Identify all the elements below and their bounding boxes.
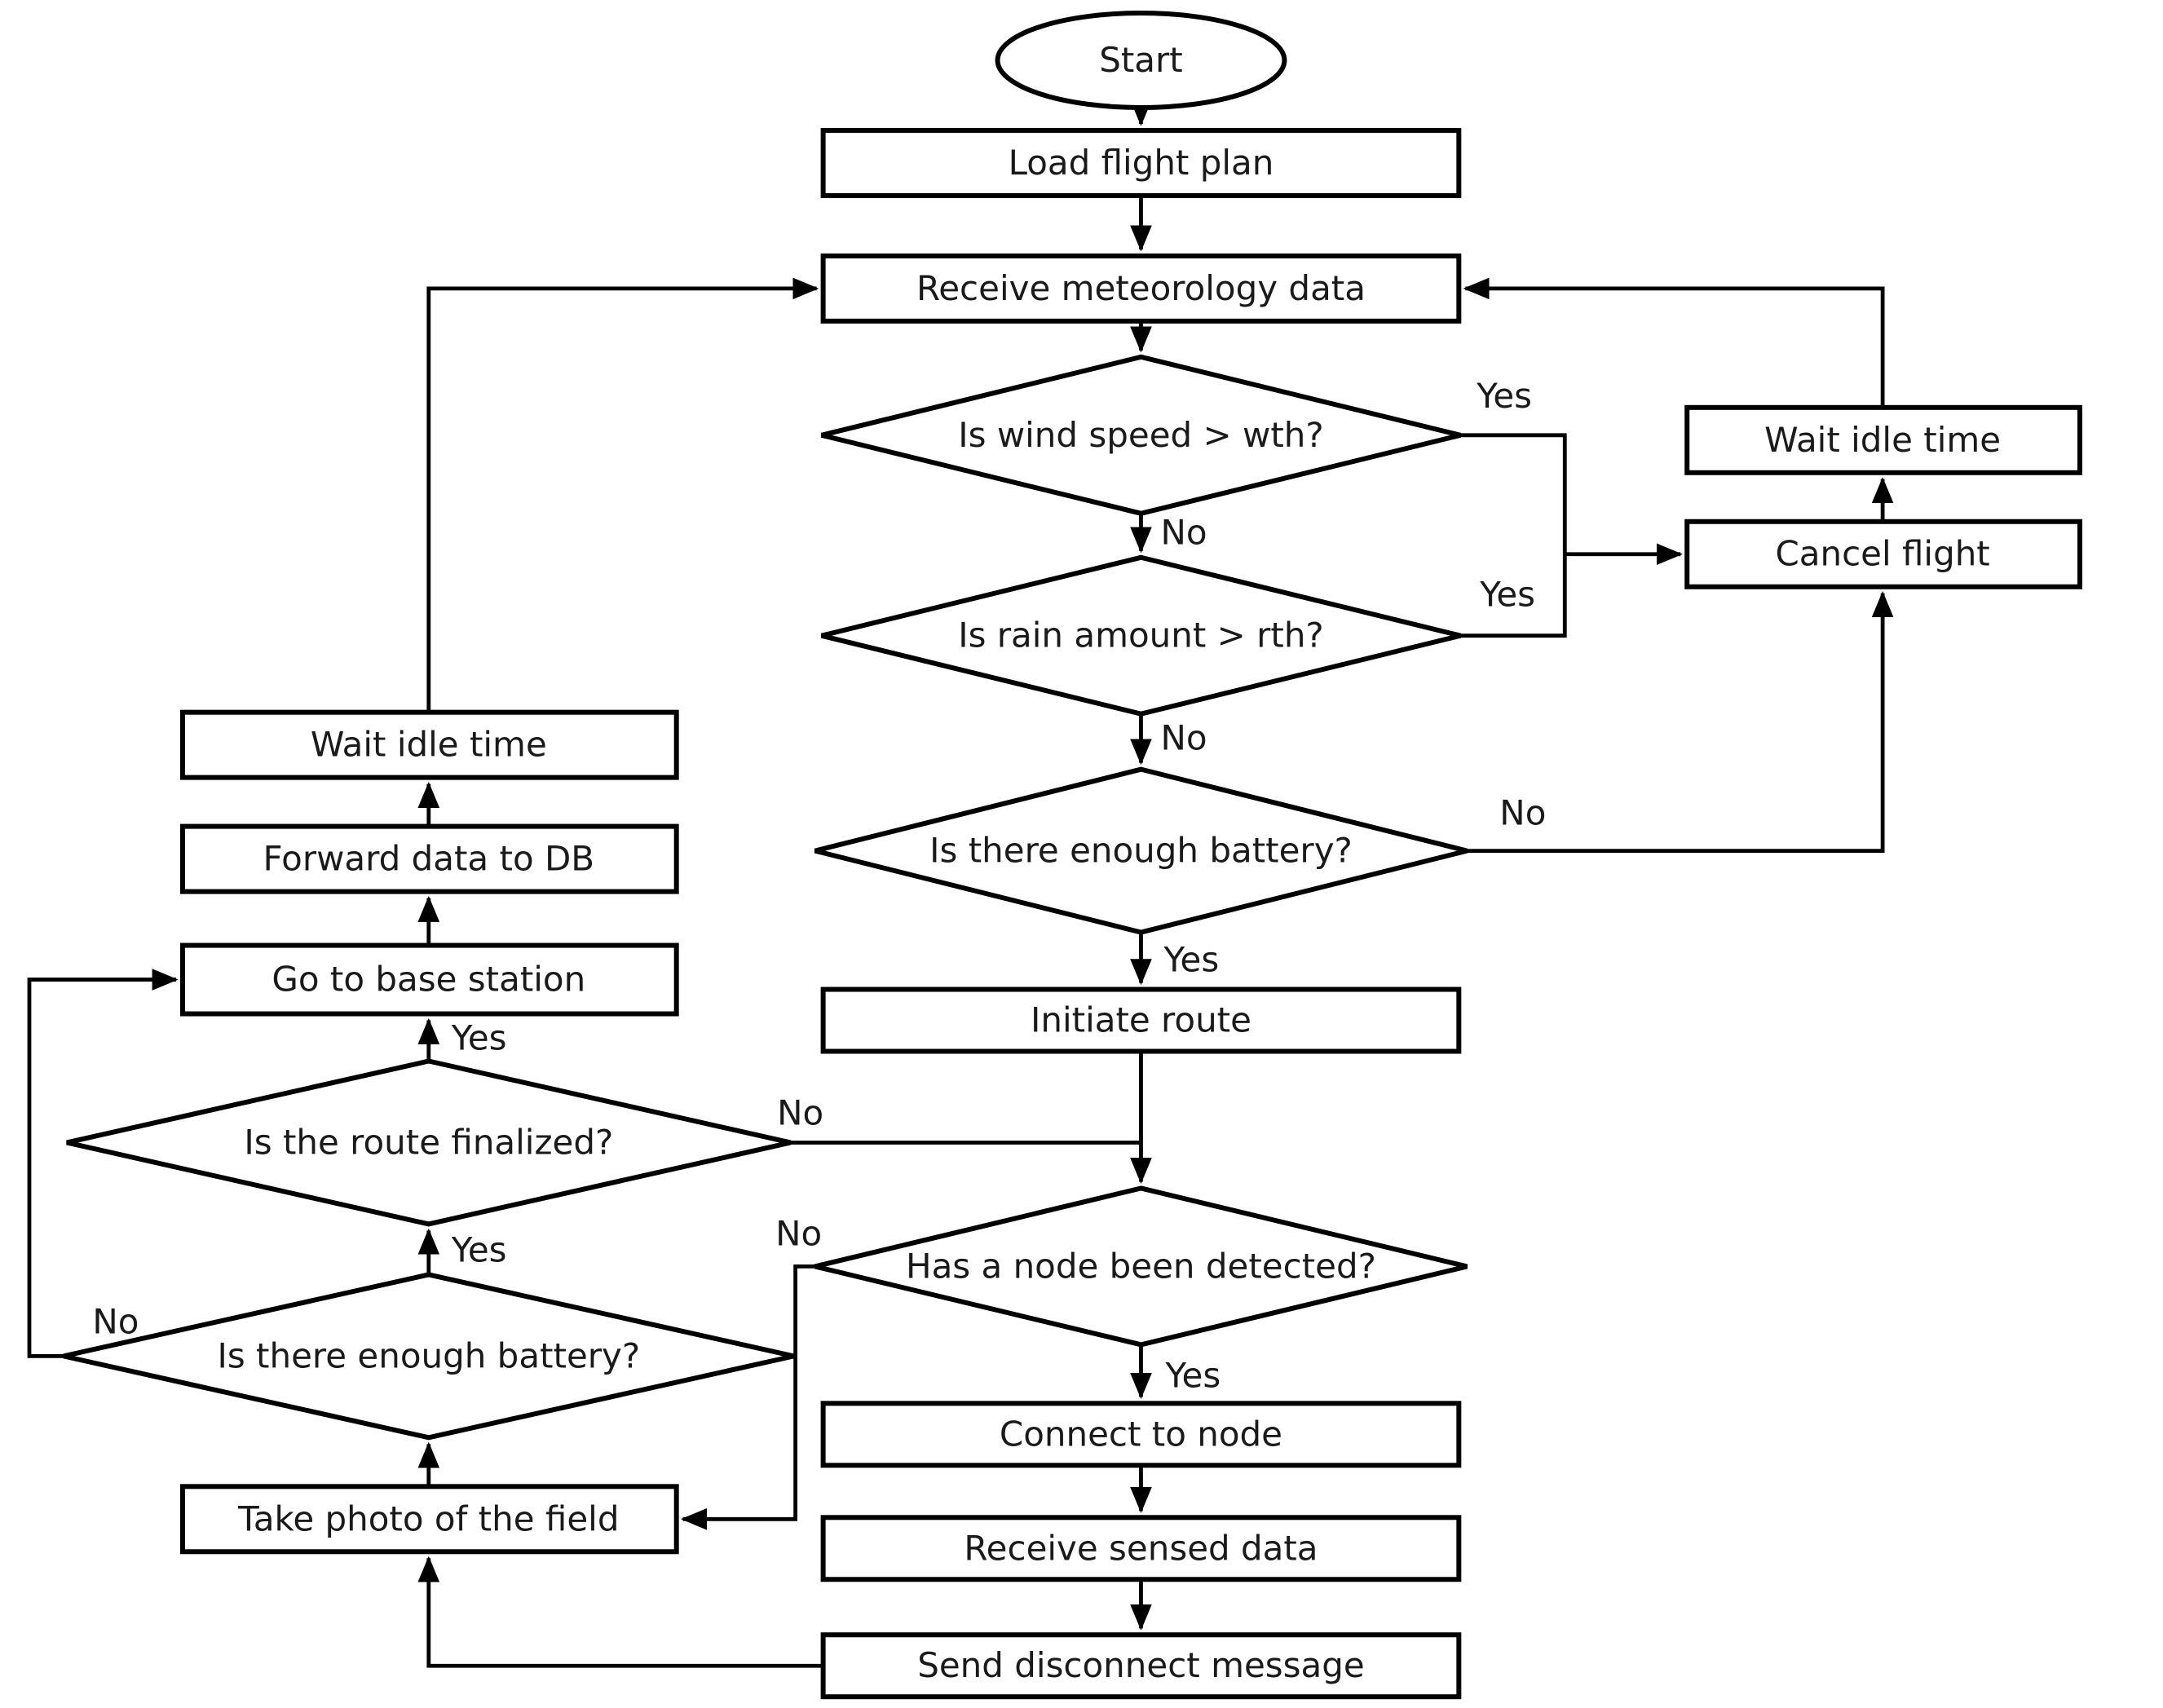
node-wait-idle-time-left-label: Wait idle time — [311, 725, 547, 765]
node-cancel-flight: Cancel flight — [1684, 519, 2083, 589]
edge-label-wind-no: No — [1160, 513, 1207, 553]
edge-disconnect-to-photo — [417, 1556, 823, 1668]
process-shape — [820, 127, 1462, 198]
node-has-node-been-detected: Has a node been detected? — [814, 1185, 1468, 1348]
start-terminator-shape — [995, 10, 1287, 110]
process-shape — [1684, 519, 2083, 589]
edge-battery-left-no — [27, 969, 179, 1358]
node-wait-idle-time-right: Wait idle time — [1684, 404, 2083, 475]
edge-label-node-no: No — [775, 1213, 822, 1253]
node-go-to-base-station-label: Go to base station — [271, 960, 585, 1000]
node-receive-meteorology-data-label: Receive meteorology data — [916, 268, 1366, 308]
process-shape — [179, 1484, 679, 1555]
node-cancel-flight-label: Cancel flight — [1775, 534, 1989, 574]
node-go-to-base-station: Go to base station — [179, 942, 679, 1017]
node-is-route-finalized-label: Is the route finalized? — [244, 1122, 613, 1162]
edge-label-battery-left-yes: Yes — [451, 1229, 507, 1269]
process-shape — [820, 1515, 1462, 1582]
edges-layer — [27, 99, 1894, 1668]
node-take-photo-of-field-label: Take photo of the field — [237, 1498, 619, 1538]
edge-battery-main-no — [1467, 591, 1894, 854]
node-is-wind-speed-label: Is wind speed > wth? — [958, 415, 1323, 455]
process-shape — [820, 1401, 1462, 1468]
node-receive-meteorology-data: Receive meteorology data — [820, 253, 1462, 324]
decision-shape — [66, 1058, 792, 1227]
edge-label-battery-main-yes: Yes — [1163, 940, 1219, 980]
node-connect-to-node: Connect to node — [820, 1401, 1462, 1468]
node-initiate-route: Initiate route — [820, 986, 1462, 1054]
edge-wait-right-to-receive — [1463, 277, 1885, 408]
process-shape — [179, 823, 679, 894]
node-forward-data-to-db-label: Forward data to DB — [263, 839, 595, 879]
node-take-photo-of-field: Take photo of the field — [179, 1484, 679, 1555]
decision-shape — [820, 354, 1462, 516]
process-shape — [179, 942, 679, 1017]
edge-label-node-yes: Yes — [1164, 1355, 1221, 1395]
edge-label-battery-main-no: No — [1499, 793, 1546, 833]
edge-labels-layer: Yes No Yes No No Yes No Yes No Yes Yes N… — [92, 376, 1546, 1396]
process-shape — [820, 1632, 1462, 1700]
node-receive-sensed-data-label: Receive sensed data — [964, 1528, 1318, 1568]
decision-shape — [814, 1185, 1468, 1348]
node-wait-idle-time-left: Wait idle time — [179, 709, 679, 780]
decision-shape — [814, 766, 1468, 935]
decision-shape — [820, 554, 1462, 717]
decision-shape — [63, 1272, 795, 1441]
process-shape — [179, 709, 679, 780]
edge-node-no — [681, 1264, 815, 1530]
node-receive-sensed-data: Receive sensed data — [820, 1515, 1462, 1582]
node-initiate-route-label: Initiate route — [1031, 1000, 1251, 1040]
process-shape — [820, 253, 1462, 324]
node-is-enough-battery-left: Is there enough battery? — [63, 1272, 795, 1441]
edge-rain-yes — [1460, 554, 1567, 638]
edge-label-battery-left-no: No — [92, 1301, 139, 1341]
process-shape — [820, 986, 1462, 1054]
edge-label-rain-yes: Yes — [1479, 575, 1535, 615]
edge-wind-yes — [1460, 433, 1567, 554]
edge-label-route-yes: Yes — [451, 1018, 507, 1058]
node-start-label: Start — [1099, 40, 1183, 80]
node-load-flight-plan-label: Load flight plan — [1009, 143, 1274, 183]
nodes-layer: Start Load flight plan Receive meteorolo… — [63, 10, 2083, 1700]
node-is-enough-battery-left-label: Is there enough battery? — [217, 1335, 640, 1375]
edge-label-rain-no: No — [1160, 718, 1207, 758]
node-connect-to-node-label: Connect to node — [1000, 1414, 1282, 1454]
node-is-wind-speed: Is wind speed > wth? — [820, 354, 1462, 516]
node-send-disconnect-message: Send disconnect message — [820, 1632, 1462, 1700]
node-is-rain-amount-label: Is rain amount > rth? — [958, 616, 1324, 655]
edge-label-route-no: No — [777, 1092, 823, 1132]
node-load-flight-plan: Load flight plan — [820, 127, 1462, 198]
node-is-enough-battery-main-label: Is there enough battery? — [929, 831, 1353, 871]
node-send-disconnect-message-label: Send disconnect message — [917, 1645, 1364, 1685]
node-has-node-been-detected-label: Has a node been detected? — [906, 1246, 1376, 1286]
edge-label-wind-yes: Yes — [1476, 376, 1532, 416]
node-is-route-finalized: Is the route finalized? — [66, 1058, 792, 1227]
node-forward-data-to-db: Forward data to DB — [179, 823, 679, 894]
process-shape — [1684, 404, 2083, 475]
node-is-enough-battery-main: Is there enough battery? — [814, 766, 1468, 935]
edge-wait-left-to-receive — [426, 277, 819, 713]
node-start: Start — [995, 10, 1287, 110]
node-is-rain-amount: Is rain amount > rth? — [820, 554, 1462, 717]
node-wait-idle-time-right-label: Wait idle time — [1764, 420, 2001, 460]
